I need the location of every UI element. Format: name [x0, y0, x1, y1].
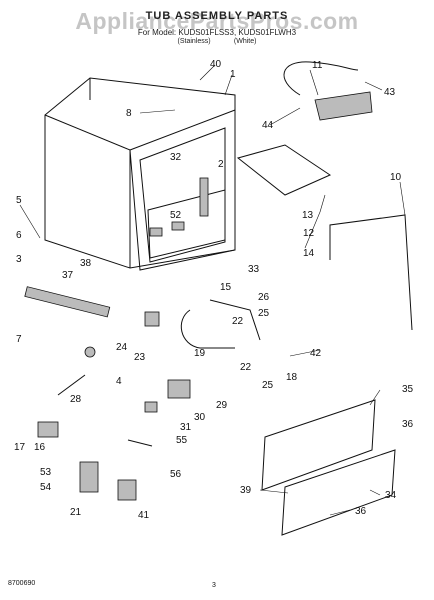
callout: 18 [286, 372, 298, 383]
callout: 36 [355, 506, 367, 517]
callout: 43 [384, 87, 396, 98]
leader-lines [19, 64, 406, 516]
callout: 25 [262, 380, 274, 391]
callout: 22 [240, 362, 252, 373]
callout: 31 [180, 422, 192, 433]
callout: 53 [40, 467, 52, 478]
hose-part [283, 61, 373, 121]
callout: 23 [134, 352, 146, 363]
callout: 37 [62, 270, 74, 281]
finish-right: (White) [233, 38, 257, 45]
callout: 4 [116, 376, 122, 387]
callout: 5 [16, 195, 22, 206]
callout: 41 [138, 510, 150, 521]
callout: 6 [16, 230, 22, 241]
callout: 2 [218, 159, 224, 170]
callout: 40 [210, 59, 222, 70]
kick-panels [261, 399, 396, 536]
tub-assembly [44, 77, 236, 271]
model-line: For Model: KUDS01FLSS3, KUDS01FLWH3 [137, 28, 297, 37]
callout: 35 [402, 384, 414, 395]
callout: 1 [230, 69, 236, 80]
callout: 29 [216, 400, 228, 411]
callout: 22 [232, 316, 244, 327]
callout: 33 [248, 264, 260, 275]
callout: 7 [16, 334, 22, 345]
callout: 36 [402, 419, 414, 430]
callout: 44 [262, 120, 274, 131]
callout: 56 [170, 469, 182, 480]
callout: 14 [303, 248, 315, 259]
callout: 24 [116, 342, 128, 353]
callout: 13 [302, 210, 314, 221]
callout: 32 [170, 152, 182, 163]
callout: 28 [70, 394, 82, 405]
gasket-pad [236, 144, 332, 196]
callout: 19 [194, 348, 206, 359]
callout: 42 [310, 348, 322, 359]
callout: 54 [40, 482, 52, 493]
callout: 26 [258, 292, 270, 303]
callout: 30 [194, 412, 206, 423]
callout: 3 [16, 254, 22, 265]
page-number: 3 [212, 582, 216, 589]
watermark: AppliancePartsPros.com [75, 8, 359, 34]
callout-labels: 40 1 11 43 8 44 32 2 10 5 13 6 52 12 3 1… [14, 59, 414, 521]
callout: 12 [303, 228, 315, 239]
callout: 21 [70, 507, 82, 518]
callout: 15 [220, 282, 232, 293]
callout: 16 [34, 442, 46, 453]
long-gasket [329, 214, 413, 331]
callout: 34 [385, 490, 397, 501]
lower-parts [24, 286, 261, 501]
diagram-code: 8700690 [8, 580, 36, 587]
callout: 10 [390, 172, 402, 183]
callout: 8 [126, 108, 132, 119]
callout: 39 [240, 485, 252, 496]
callout: 52 [170, 210, 182, 221]
callout: 25 [258, 308, 270, 319]
callout: 11 [312, 60, 323, 71]
callout: 55 [176, 435, 188, 446]
finish-line: (Stainless) (White) [0, 38, 434, 45]
page-title: TUB ASSEMBLY PARTS [145, 10, 289, 22]
callout: 38 [80, 258, 92, 269]
finish-left: (Stainless) [177, 38, 211, 45]
callout: 17 [14, 442, 26, 453]
